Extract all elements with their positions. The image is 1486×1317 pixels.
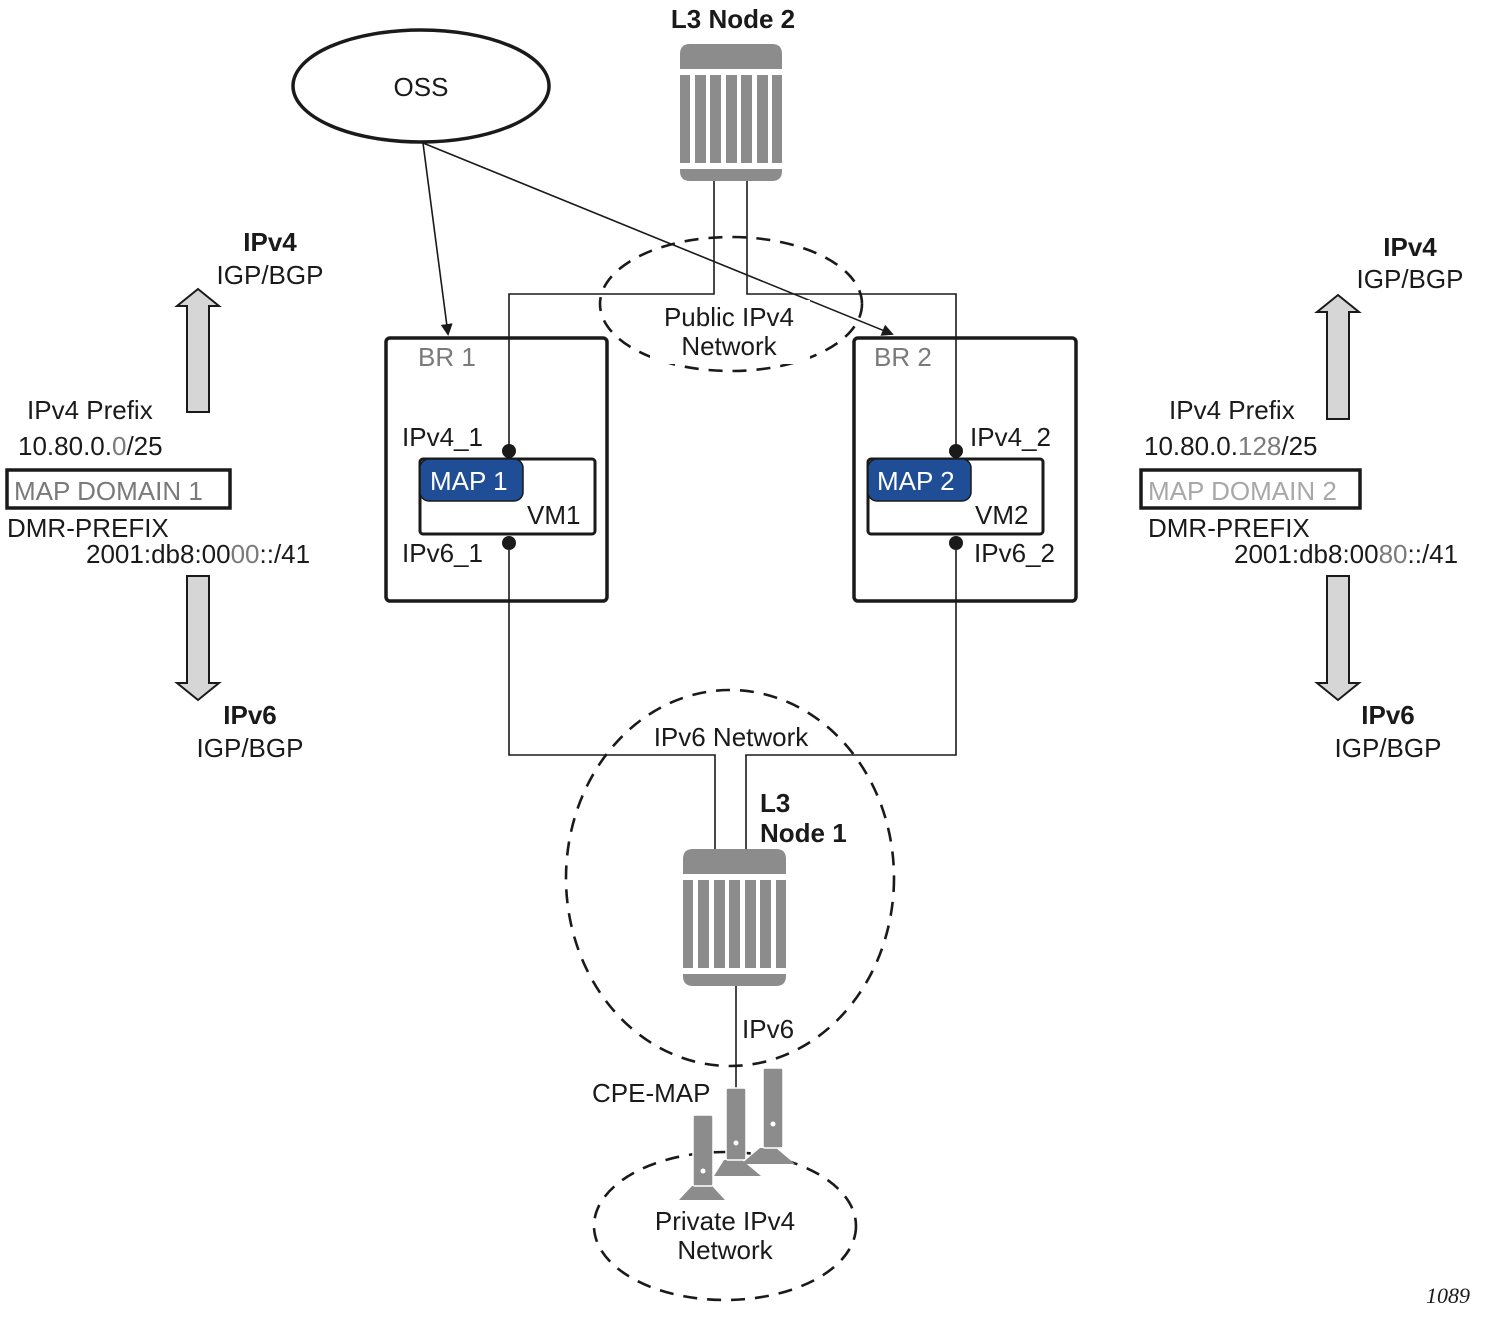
domain2-prefix-label: IPv4 Prefix (1169, 395, 1295, 425)
public-ipv4-label-2: Network (681, 331, 777, 361)
private-ipv4-label-1: Private IPv4 (655, 1206, 795, 1236)
map1-badge (419, 458, 524, 502)
br1-box[interactable]: BR 1 IPv4_1 MAP 1 VM1 IPv6_1 (384, 336, 609, 603)
domain1-prefix-label: IPv4 Prefix (27, 395, 153, 425)
domain2-name: MAP DOMAIN 2 (1148, 476, 1337, 506)
domain1-name-box (5, 468, 232, 510)
link-br2-l3n1 (745, 550, 957, 850)
ipv6-network-label: IPv6 Network (654, 722, 810, 752)
domain1-ipv6-proto: IGP/BGP (197, 733, 304, 763)
br1-ipv6-port-dot (502, 536, 516, 550)
private-ipv4-cloud (592, 1150, 858, 1302)
arrow-down-icon (1314, 575, 1362, 702)
domain2-dmr-label: DMR-PREFIX (1148, 513, 1310, 543)
domain1-panel: IPv4 IGP/BGP IPv4 Prefix 10.80.0.0/25 MA… (5, 227, 324, 763)
domain1-name: MAP DOMAIN 1 (14, 476, 203, 506)
domain1-dmr-label: DMR-PREFIX (7, 513, 169, 543)
l3-node-1-label-2: Node 1 (760, 818, 847, 848)
l3-node-2-label: L3 Node 2 (671, 4, 795, 34)
br2-box[interactable]: BR 2 IPv4_2 MAP 2 VM2 IPv6_2 (852, 336, 1078, 603)
domain2-ipv6-title: IPv6 (1361, 700, 1415, 730)
arrow-up-icon (174, 287, 222, 413)
br1-ipv6-port-label: IPv6_1 (402, 538, 483, 568)
domain2-name-box (1139, 468, 1362, 510)
domain2-ipv4-title: IPv4 (1383, 232, 1437, 262)
domain2-panel: IPv4 IGP/BGP IPv4 Prefix 10.80.0.128/25 … (1139, 232, 1464, 763)
figure-number: 1089 (1426, 1283, 1470, 1308)
domain1-prefix: 10.80.0.0/25 (18, 431, 163, 461)
cpe-device-icon[interactable] (679, 1114, 725, 1200)
domain1-dmr-prefix: 2001:db8:0000::/41 (86, 539, 310, 569)
oss-ellipse (291, 28, 551, 144)
arrow-down-icon (174, 575, 222, 702)
br2-ipv4-port-dot (949, 444, 963, 458)
vm2-label: VM2 (975, 500, 1028, 530)
map2-label: MAP 2 (877, 466, 955, 496)
br1-frame (384, 336, 609, 603)
private-ipv4-label-2: Network (677, 1235, 773, 1265)
public-ipv4-label-1: Public IPv4 (664, 302, 794, 332)
br2-label: BR 2 (874, 342, 932, 372)
oss-to-br1-arrow (422, 142, 453, 336)
link-br1-l3n1 (508, 550, 716, 850)
l3-node-1-label-1: L3 (760, 788, 790, 818)
br2-frame (852, 336, 1078, 603)
cpe-device-icon[interactable] (714, 1087, 761, 1176)
domain1-ipv4-proto: IGP/BGP (217, 260, 324, 290)
oss-to-br2-arrow (422, 142, 894, 336)
oss-label: OSS (394, 72, 449, 102)
cpe-device-icon[interactable] (741, 1067, 795, 1164)
cpe-link-label: IPv6 (742, 1014, 794, 1044)
br1-ipv4-port-label: IPv4_1 (402, 422, 483, 452)
vm1-label: VM1 (527, 500, 580, 530)
map2-badge (867, 458, 972, 502)
label-bg (640, 722, 822, 752)
cpe-label: CPE-MAP (592, 1078, 710, 1108)
br2-ipv6-port-label: IPv6_2 (974, 538, 1055, 568)
label-bg (650, 300, 810, 364)
domain2-dmr-prefix: 2001:db8:0080::/41 (1234, 539, 1458, 569)
public-ipv4-cloud (598, 235, 864, 373)
map1-label: MAP 1 (430, 466, 508, 496)
link-l3n2-br2 (746, 181, 957, 449)
domain1-ipv6-title: IPv6 (223, 700, 277, 730)
domain2-prefix: 10.80.0.128/25 (1144, 431, 1318, 461)
oss-node[interactable]: OSS (291, 28, 551, 144)
router-icon[interactable] (683, 849, 786, 986)
br1-ipv4-port-dot (502, 444, 516, 458)
br2-ipv6-port-dot (949, 536, 963, 550)
ipv6-network-cloud (564, 688, 896, 1068)
router-icon[interactable] (680, 44, 782, 181)
arrow-up-icon (1314, 293, 1362, 420)
br1-label: BR 1 (418, 342, 476, 372)
domain2-ipv6-proto: IGP/BGP (1335, 733, 1442, 763)
domain1-ipv4-title: IPv4 (243, 227, 297, 257)
br2-ipv4-port-label: IPv4_2 (970, 422, 1051, 452)
domain2-ipv4-proto: IGP/BGP (1357, 264, 1464, 294)
